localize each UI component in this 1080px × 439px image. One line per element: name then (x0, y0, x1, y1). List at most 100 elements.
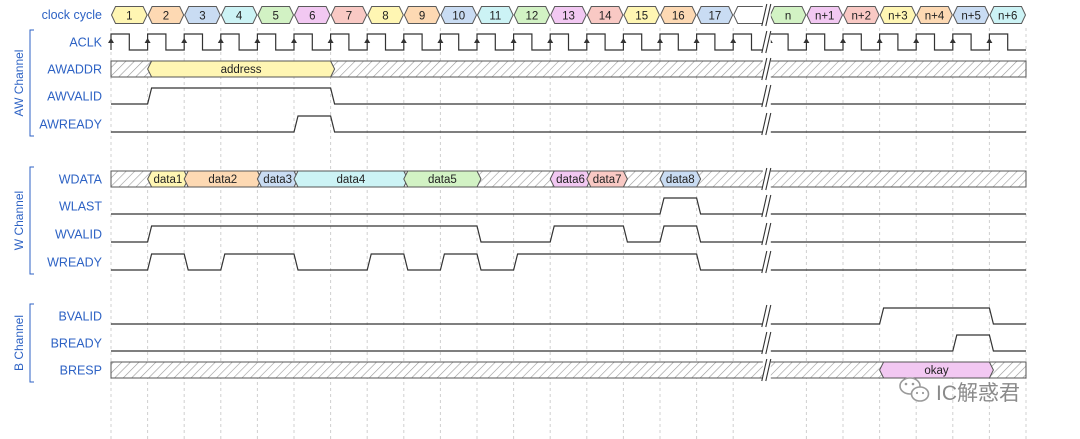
rising-edge-arrow (254, 38, 261, 43)
signal-label: WLAST (59, 200, 102, 214)
cycle-cell: 4 (220, 6, 258, 24)
break-marker (761, 167, 772, 191)
signal-label: AWREADY (39, 118, 102, 132)
cycle-cell-shape (403, 6, 441, 24)
bus-segment-shape (659, 170, 702, 188)
level-waveform (111, 115, 1026, 133)
break-gap (762, 251, 771, 273)
bus-segment: data7 (586, 170, 628, 188)
rising-edge-arrow (181, 38, 188, 43)
cycle-cell: n+2 (842, 6, 880, 24)
break-slash (761, 358, 768, 382)
cycle-number: 9 (419, 11, 425, 23)
cycle-cell: 13 (550, 6, 587, 24)
bus-segment-label: okay (924, 365, 949, 377)
break-slash (761, 304, 768, 328)
cycle-number: n+1 (815, 11, 835, 23)
rising-edge-arrow (657, 38, 663, 43)
break-slash (761, 194, 768, 218)
signal-label: WREADY (47, 256, 103, 270)
signal-awready (111, 115, 1026, 133)
signal-awaddr: address (110, 60, 1027, 78)
bus-segment: data5 (403, 170, 482, 188)
break-slash (765, 167, 772, 191)
bus-segment: data6 (549, 170, 592, 188)
cycle-number: n (785, 11, 791, 23)
break-gap (762, 31, 771, 53)
cycle-cell: 15 (623, 6, 661, 24)
level-waveform (111, 197, 1026, 215)
rising-edge-arrow (620, 38, 627, 43)
bus-segment-label: data8 (666, 174, 695, 186)
cycle-cell: 2 (147, 6, 185, 24)
break-slash (761, 112, 768, 136)
group-bracket (29, 166, 34, 275)
bus-segment: okay (879, 361, 994, 379)
cycle-cell-shape (257, 6, 295, 24)
signal-aclk (108, 33, 1026, 51)
break-slash (761, 250, 768, 274)
bus-segment-shape (147, 60, 336, 78)
cycle-cell-shape (989, 6, 1027, 24)
cycle-number: 13 (562, 11, 575, 23)
break-marker (761, 84, 772, 108)
cycle-cell: n+6 (989, 6, 1027, 24)
break-slash (761, 30, 768, 54)
cycle-cell-shape (293, 6, 331, 24)
cycle-number: 3 (199, 11, 205, 23)
break-slash (765, 194, 772, 218)
break-gap (762, 85, 771, 107)
cycle-number: 2 (163, 11, 169, 23)
cycle-cell: 1 (110, 6, 148, 24)
break-slash (765, 84, 772, 108)
cycle-number: 4 (236, 11, 243, 23)
cycle-cell: 14 (586, 6, 624, 24)
signal-bready (111, 334, 1026, 352)
wechat-icon (899, 377, 930, 402)
break-slash (765, 30, 772, 54)
break-gap (762, 305, 771, 327)
watermark: IC解惑君 (899, 377, 1020, 405)
cycle-cell: 16 (659, 6, 697, 24)
cycle-cell-shape (513, 6, 551, 24)
cycle-cell: 10 (440, 6, 478, 24)
level-waveform (111, 307, 1026, 325)
cycle-cell-shape (220, 6, 258, 24)
bus-segment: data3 (256, 170, 299, 188)
cycle-cell: n+4 (916, 6, 953, 24)
break-slash (761, 331, 768, 355)
cycle-cell-shape (769, 6, 807, 24)
group-label: B Channel (12, 315, 26, 371)
cycle-number: 10 (452, 11, 465, 23)
rising-edge-arrow (364, 38, 371, 43)
cycle-cell-shape (659, 6, 697, 24)
rising-edge-arrow (144, 38, 151, 43)
break-marker (761, 304, 772, 328)
break-marker (761, 250, 772, 274)
bus-segment-shape (879, 361, 994, 379)
bus-segment-label: data4 (337, 174, 366, 186)
rising-edge-arrow (949, 38, 956, 43)
bus-segment: data2 (183, 170, 262, 188)
cycle-cell: 9 (403, 6, 441, 24)
bus-segment-label: address (221, 64, 262, 76)
cycle-cell-shape (696, 6, 734, 24)
rising-edge-arrow (217, 38, 224, 43)
break-slash (765, 112, 772, 136)
cycle-cell: 5 (257, 6, 295, 24)
cycle-cell-shape (550, 6, 587, 24)
cycle-cell: 3 (184, 6, 221, 24)
signal-bvalid (111, 307, 1026, 325)
rising-edge-arrow (583, 38, 590, 43)
cycle-number: n+3 (888, 11, 908, 23)
break-marker (761, 358, 772, 382)
signal-label: WVALID (55, 228, 102, 242)
cycle-number: 8 (382, 11, 388, 23)
signal-wready (111, 253, 1026, 271)
signal-label: AWVALID (47, 90, 102, 104)
cycle-number: 14 (599, 11, 612, 23)
cycle-number: n+6 (998, 11, 1018, 23)
